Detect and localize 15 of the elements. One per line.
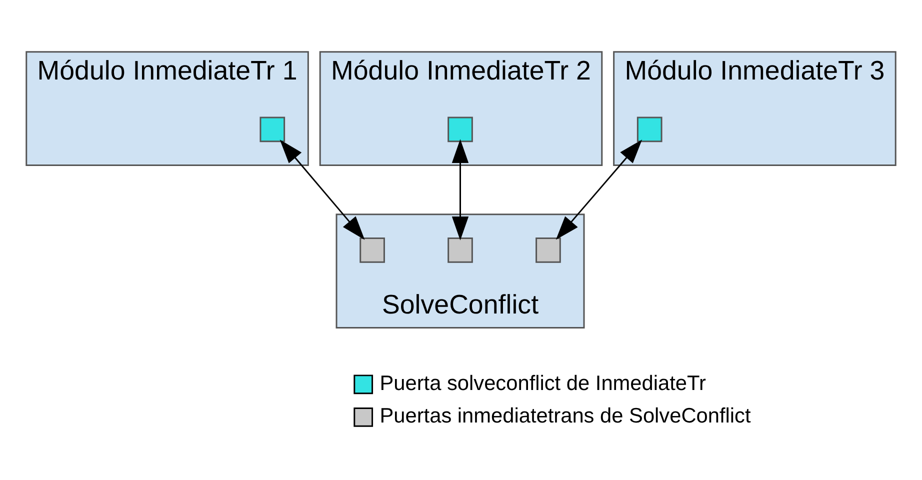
- cluster: Módulo InmediateTr 2: [319, 50, 603, 166]
- node-box: [636, 116, 662, 142]
- arrow: [280, 139, 365, 240]
- arrow: [452, 138, 469, 240]
- legend-label: Puertas inmediatetrans de SolveConflict: [380, 404, 751, 428]
- cluster: Módulo InmediateTr 1: [26, 50, 309, 166]
- legend-label: Puerta solveconflict de InmediateTr: [380, 371, 706, 394]
- arrow: [556, 139, 642, 240]
- node-box: [260, 116, 286, 142]
- node-box: [448, 237, 473, 262]
- cluster: SolveConflict: [336, 213, 585, 328]
- node-box: [360, 237, 385, 262]
- node-box: [448, 116, 473, 142]
- cluster: Módulo InmediateTr 3: [613, 50, 896, 166]
- node-box: [536, 237, 561, 262]
